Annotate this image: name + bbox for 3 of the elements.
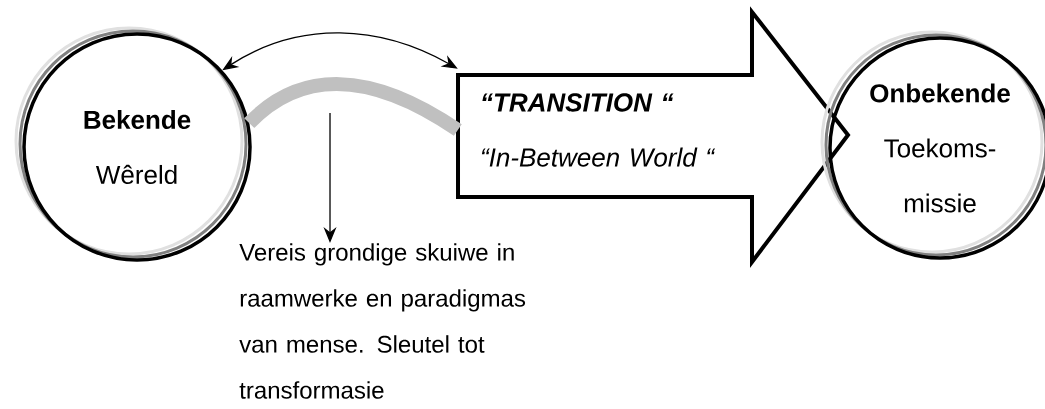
connector-bar	[244, 77, 462, 136]
note-text: Vereis grondige skuiwe in raamwerke en paradigmas van mense. Sleutel tot transformasie	[239, 243, 526, 399]
circle-node: Onbekende Toekoms- missie	[820, 30, 1045, 260]
